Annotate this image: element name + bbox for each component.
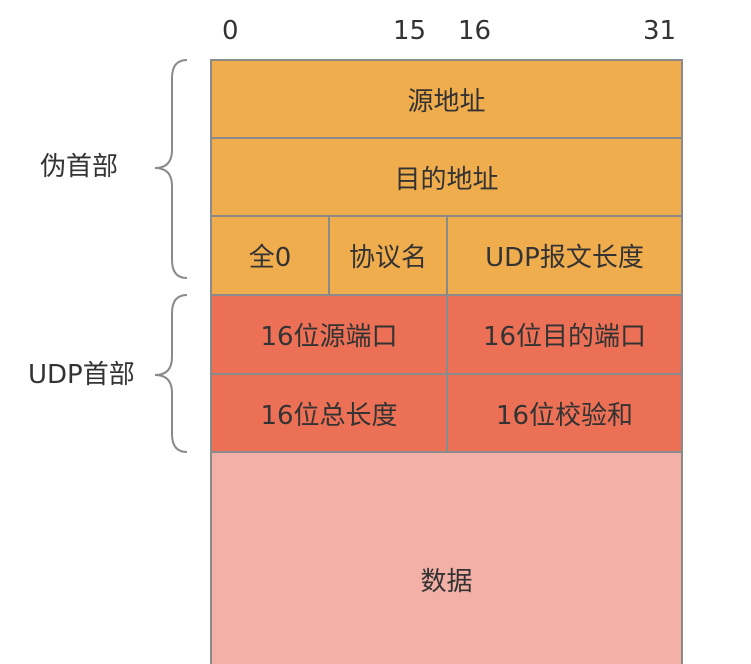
udp-header-label: UDP首部 xyxy=(28,360,135,390)
source-port-label: 16位源端口 xyxy=(260,322,398,352)
data-label: 数据 xyxy=(420,567,473,597)
bit-position-0: 0 xyxy=(222,16,239,46)
bit-position-16: 16 xyxy=(458,16,492,46)
udp-length-label: UDP报文长度 xyxy=(485,243,644,273)
destination-port-field: 16位目的端口 xyxy=(446,294,683,375)
pseudo-header-brace xyxy=(154,59,188,279)
source-address-label: 源地址 xyxy=(407,86,486,117)
pseudo-header-label: 伪首部 xyxy=(40,152,119,182)
destination-port-label: 16位目的端口 xyxy=(482,322,647,352)
protocol-name-label: 协议名 xyxy=(348,243,427,273)
checksum-label: 16位校验和 xyxy=(495,400,634,431)
bit-position-31: 31 xyxy=(643,16,677,46)
destination-address-label: 目的地址 xyxy=(394,164,499,195)
zeros-label: 全0 xyxy=(248,243,292,273)
checksum-field: 16位校验和 xyxy=(446,373,683,453)
udp-header-brace xyxy=(154,294,188,453)
protocol-name-field: 协议名 xyxy=(328,215,448,296)
source-port-field: 16位源端口 xyxy=(210,294,448,375)
total-length-field: 16位总长度 xyxy=(210,373,448,453)
total-length-label: 16位总长度 xyxy=(260,400,398,431)
destination-address-field: 目的地址 xyxy=(210,137,683,217)
bit-position-15: 15 xyxy=(393,16,427,46)
zeros-field: 全0 xyxy=(210,215,330,296)
data-field: 数据 xyxy=(210,451,683,664)
udp-length-field: UDP报文长度 xyxy=(446,215,683,296)
source-address-field: 源地址 xyxy=(210,59,683,139)
